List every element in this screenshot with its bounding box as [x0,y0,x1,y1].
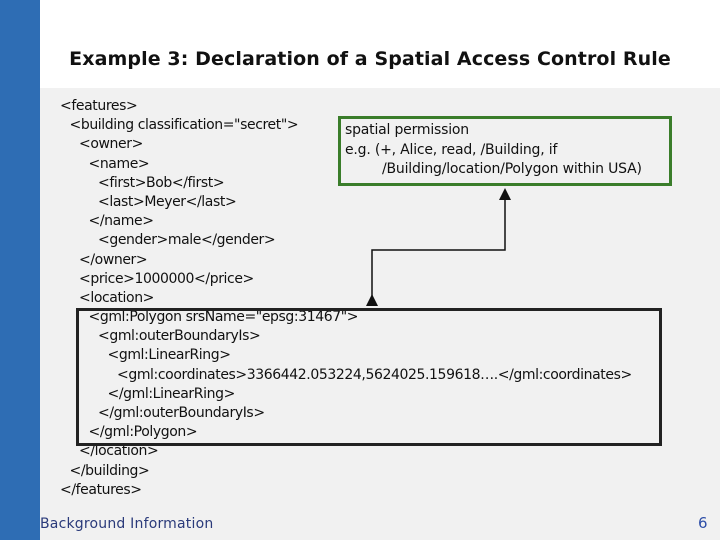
within-keyword: within [562,161,604,177]
code-line: <name> [88,155,150,172]
permission-note-line2: e.g. (+, Alice, read, /Building, if [345,142,558,158]
code-line: <owner> [79,136,143,153]
code-line: </gml:outerBoundaryIs> [98,405,265,421]
sidebar-accent [0,0,40,540]
code-line: <price>1000000</price> [79,270,254,287]
slide-title: Example 3: Declaration of a Spatial Acce… [69,48,671,70]
code-line: <gml:Polygon srsName="epsg:31467"> [88,309,359,326]
page-number: 6 [698,514,708,532]
code-line: </gml:LinearRing> [107,385,236,402]
code-line: <last>Meyer</last> [98,193,237,210]
connector-arrow [366,188,511,306]
code-line: </location> [79,443,159,460]
footer-section-label: Background Information [40,516,214,532]
code-line: <features> [60,98,138,114]
permission-note-line1: spatial permission [345,122,469,138]
permission-note-line3: /Building/location/Polygon within USA) [382,161,642,177]
code-line: <building classification="secret"> [69,117,299,134]
permission-highlight-box [338,116,672,186]
code-line: </gml:Polygon> [88,424,198,441]
code-line: <location> [79,289,155,306]
code-line: </owner> [79,251,148,268]
code-line: </features> [60,481,142,498]
code-line: </building> [69,462,150,479]
title-band [40,0,720,88]
code-line: <first>Bob</first> [98,174,225,191]
code-line: <gender>male</gender> [98,232,276,249]
code-line: </name> [88,213,154,230]
xml-code-block: <features> <building classification="secr… [60,97,632,500]
code-line: <gml:LinearRing> [107,347,231,364]
spatial-keyword: spatial [345,122,391,138]
code-line: <gml:outerBoundaryIs> [98,328,261,345]
polygon-highlight-box [76,308,662,446]
code-line: <gml:coordinates>3366442.053224,5624025.… [117,366,632,383]
